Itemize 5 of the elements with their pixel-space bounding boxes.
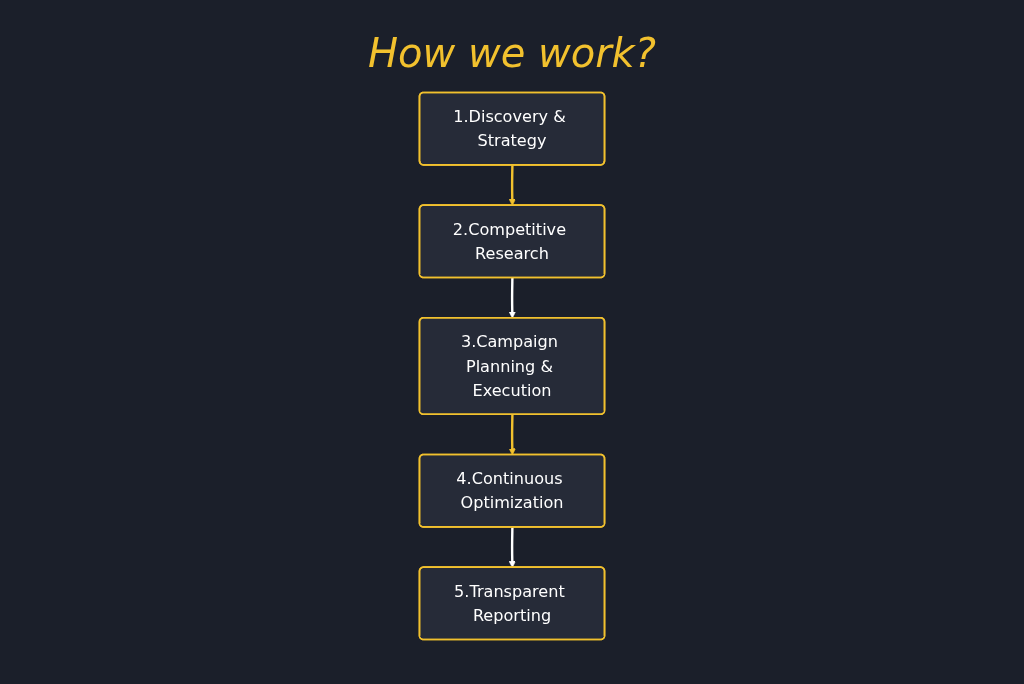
arrow [508, 277, 516, 319]
arrow [508, 527, 516, 568]
arrow [508, 165, 516, 206]
diagram-title: How we work? [366, 29, 657, 78]
arrow [508, 414, 516, 456]
